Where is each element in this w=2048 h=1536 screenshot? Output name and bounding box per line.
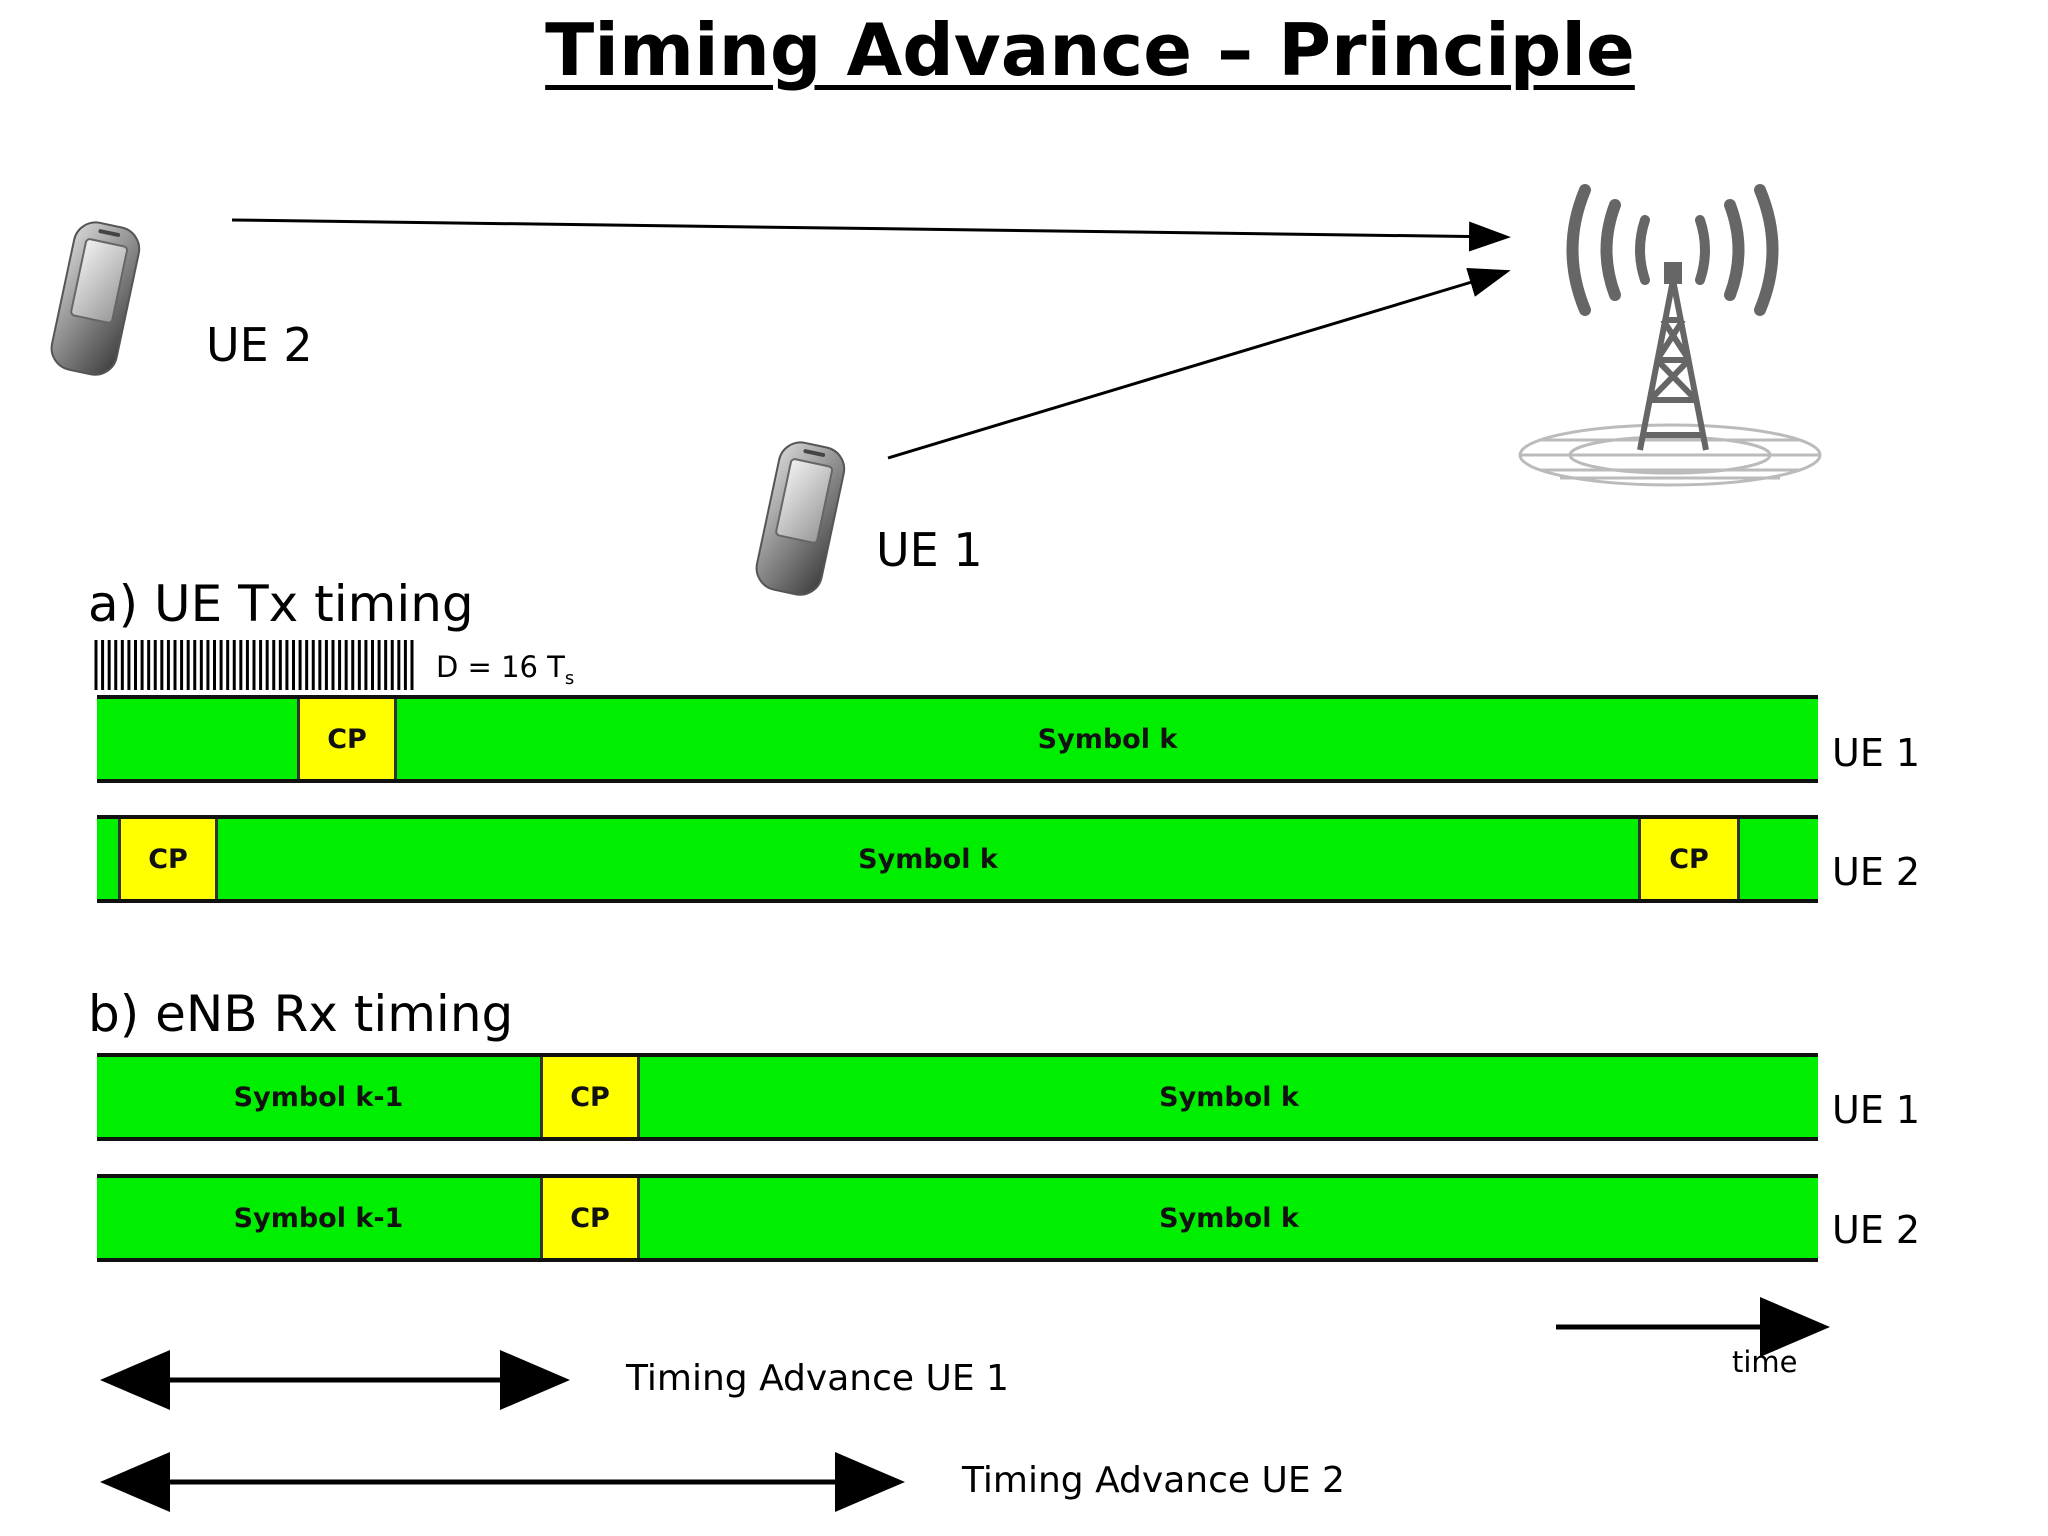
duration-hatch-marks [94,640,414,690]
row-label-ue1: UE 1 [1832,1088,1921,1132]
ue1-phone-icon [755,441,846,596]
base-station-tower-icon [1518,184,1822,487]
timing-advance-ue2-label: Timing Advance UE 2 [962,1460,1345,1501]
timing-advance-ue1-label: Timing Advance UE 1 [626,1358,1009,1399]
cp-block: CP [1638,819,1740,899]
symbol-block: Symbol k [1037,723,1178,755]
cp-block: CP [118,819,218,899]
ue1-label: UE 1 [876,523,983,577]
row-label-ue1: UE 1 [1832,731,1921,775]
time-label: time [1732,1345,1798,1379]
cp-block: CP [540,1057,640,1137]
symbol-block: Symbol k [1159,1202,1299,1234]
page-title: Timing Advance – Principle [545,8,1635,92]
ue2-phone-icon [50,221,141,376]
symbol-prev-block: Symbol k-1 [233,1081,404,1113]
tx-bar-ue1: CP Symbol k [97,695,1818,783]
section-b-label: b) eNB Rx timing [88,985,514,1043]
row-label-ue2: UE 2 [1832,1208,1921,1252]
section-a-label: a) UE Tx timing [88,575,474,633]
ue2-label: UE 2 [206,318,313,372]
duration-label: D = 16 Ts [436,650,575,689]
row-label-ue2: UE 2 [1832,850,1921,894]
cp-block: CP [540,1178,640,1258]
cp-block: CP [297,699,397,779]
rx-bar-ue1: Symbol k-1 CP Symbol k [97,1053,1818,1141]
symbol-prev-block: Symbol k-1 [233,1202,404,1234]
symbol-block: Symbol k [1159,1081,1299,1113]
rx-bar-ue2: Symbol k-1 CP Symbol k [97,1174,1818,1262]
ue1-propagation-arrow [887,268,1511,460]
symbol-block: Symbol k [858,843,998,875]
ue2-propagation-arrow [231,218,1511,252]
tx-bar-ue2: CP Symbol k CP [97,815,1818,903]
